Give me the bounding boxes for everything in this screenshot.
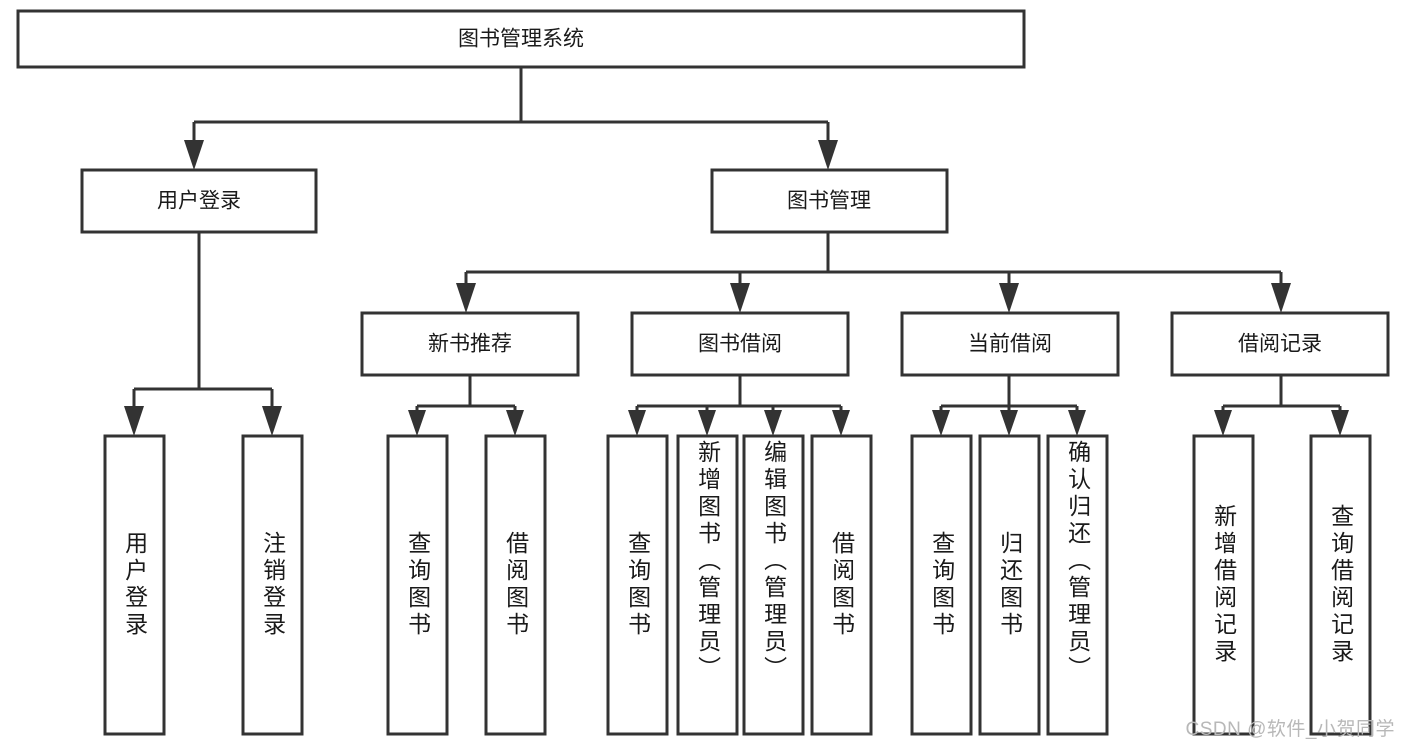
leaf-box-new-book-0[interactable] (386, 434, 449, 736)
node-borrow-records[interactable]: 借阅记录 (1170, 311, 1390, 377)
node-label-root: 图书管理系统 (458, 28, 584, 51)
leaf-box-user-login-1[interactable] (241, 434, 304, 736)
node-new-book-recommend[interactable]: 新书推荐 (360, 311, 580, 377)
node-label-book-management: 图书管理 (787, 190, 871, 213)
node-label-book-borrow: 图书借阅 (698, 333, 782, 356)
leaf-box-book-borrow-0[interactable] (606, 434, 669, 736)
leaf-box-current-borrow-2[interactable] (1046, 434, 1109, 736)
leaf-box-current-borrow-1[interactable] (978, 434, 1041, 736)
connector-borrowrecords-to-leaves (1214, 375, 1349, 436)
node-current-borrow[interactable]: 当前借阅 (900, 311, 1120, 377)
leaf-box-current-borrow-0[interactable] (910, 434, 973, 736)
connector-userlogin-to-leaves (124, 232, 282, 436)
node-label-current-borrow: 当前借阅 (968, 333, 1052, 356)
node-root-system[interactable]: 图书管理系统 (16, 9, 1026, 69)
watermark-text: CSDN @软件_小贺同学 (1185, 719, 1395, 740)
node-book-management[interactable]: 图书管理 (710, 168, 949, 234)
leaf-box-user-login-0[interactable] (103, 434, 166, 736)
connector-currentborrow-to-leaves (932, 375, 1086, 436)
connector-root-to-level2 (184, 67, 838, 170)
leaf-box-book-borrow-3[interactable] (810, 434, 873, 736)
connector-bookmgmt-to-level3 (456, 232, 1291, 313)
leaf-box-new-book-1[interactable] (484, 434, 547, 736)
leaf-box-book-borrow-2[interactable] (742, 434, 805, 736)
node-book-borrow[interactable]: 图书借阅 (630, 311, 850, 377)
node-label-user-login: 用户登录 (157, 190, 241, 213)
node-label-new-book-recommend: 新书推荐 (428, 333, 512, 356)
leaf-box-borrow-records-0[interactable] (1192, 434, 1255, 736)
node-label-borrow-records: 借阅记录 (1238, 333, 1322, 356)
connector-newbook-to-leaves (408, 375, 524, 436)
leaf-box-borrow-records-1[interactable] (1309, 434, 1372, 736)
connector-bookborrow-to-leaves (628, 375, 850, 436)
leaf-box-book-borrow-1[interactable] (676, 434, 739, 736)
node-user-login[interactable]: 用户登录 (80, 168, 318, 234)
